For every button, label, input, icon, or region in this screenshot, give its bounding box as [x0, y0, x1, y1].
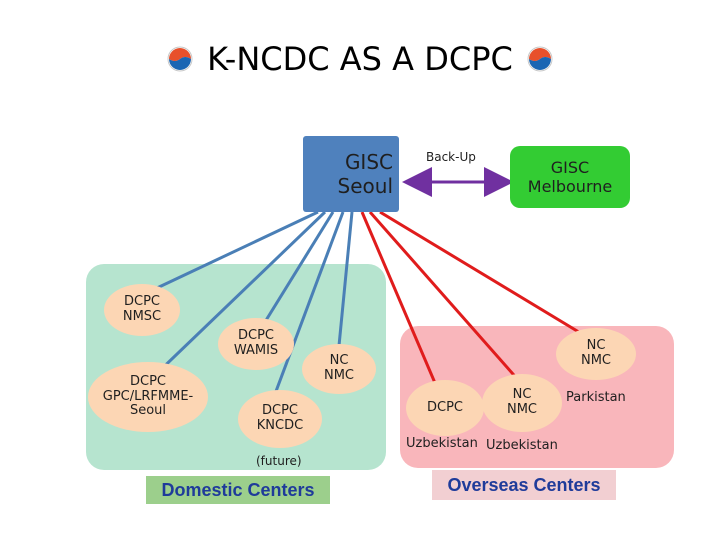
uzbekistan-label-2: Uzbekistan [486, 438, 558, 453]
nc-nmc-overseas-right-node: NC NMC [556, 328, 636, 380]
overseas-centers-label: Overseas Centers [447, 474, 601, 495]
gisc-seoul-label: GISC Seoul [337, 150, 393, 198]
dcpc-overseas-node: DCPC [406, 380, 484, 436]
dcpc-nmsc-node: DCPC NMSC [104, 284, 180, 336]
dcpc-overseas-label: DCPC [426, 399, 463, 415]
kma-logo-icon [527, 46, 553, 72]
nc-nmc-overseas-mid-node: NC NMC [482, 374, 562, 432]
dcpc-gpc-label: DCPC GPC/LRFMME- Seoul [102, 373, 194, 419]
link-seoul-kncdc [270, 211, 345, 403]
page-title: K-NCDC AS A DCPC [207, 40, 513, 78]
nc-nmc-overseas-right-label: NC NMC [580, 338, 612, 368]
kma-logo-icon [167, 46, 193, 72]
dcpc-kncdc-node: DCPC KNCDC [238, 390, 322, 448]
gisc-melbourne-box: GISC Melbourne [510, 146, 630, 208]
nc-nmc-domestic-label: NC NMC [323, 353, 355, 383]
dcpc-gpc-node: DCPC GPC/LRFMME- Seoul [88, 362, 208, 432]
dcpc-kncdc-label: DCPC KNCDC [256, 403, 304, 433]
backup-label: Back-Up [426, 150, 476, 164]
uzbekistan-label-1: Uzbekistan [406, 436, 478, 451]
title-container: K-NCDC AS A DCPC [0, 40, 720, 80]
nc-nmc-domestic-node: NC NMC [302, 344, 376, 394]
overseas-centers-caption: Overseas Centers [432, 470, 616, 500]
dcpc-wamis-node: DCPC WAMIS [218, 318, 294, 370]
link-seoul-gpc [148, 210, 327, 382]
link-seoul-ncnmc-mid [368, 211, 522, 383]
link-seoul-dcpc-overseas [360, 211, 440, 391]
domestic-centers-caption: Domestic Centers [146, 476, 330, 504]
future-label: (future) [256, 454, 302, 468]
link-seoul-wamis [258, 211, 335, 331]
nc-nmc-overseas-mid-label: NC NMC [506, 387, 538, 417]
dcpc-wamis-label: DCPC WAMIS [233, 328, 279, 358]
dcpc-nmsc-label: DCPC NMSC [122, 294, 162, 324]
parkistan-label: Parkistan [566, 390, 626, 405]
link-seoul-ncnmc-right [379, 210, 593, 342]
link-seoul-nmsc [139, 210, 319, 298]
gisc-seoul-box: GISC Seoul [303, 136, 399, 212]
gisc-melbourne-label: GISC Melbourne [527, 157, 613, 196]
link-seoul-ncnmc [336, 211, 354, 357]
domestic-centers-label: Domestic Centers [161, 479, 315, 500]
